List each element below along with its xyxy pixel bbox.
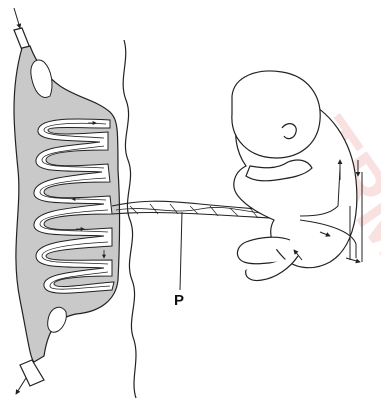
label-p-pointer	[180, 212, 182, 290]
maternal-artery	[14, 8, 30, 50]
uterine-wall-line	[123, 40, 136, 398]
maternal-vein	[16, 360, 44, 394]
label-p: P	[174, 292, 184, 309]
fetus	[232, 71, 357, 281]
